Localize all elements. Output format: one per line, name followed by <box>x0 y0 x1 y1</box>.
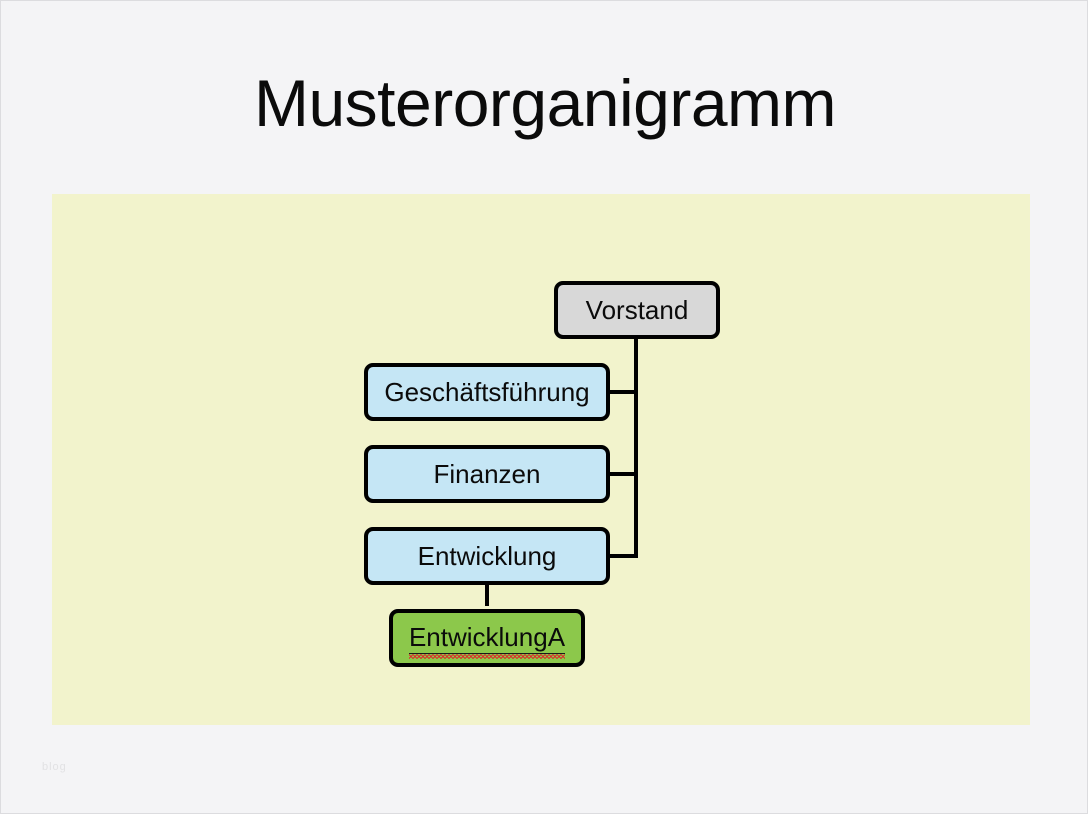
connector-stub-geschaeftsfuehrung <box>608 390 638 394</box>
node-geschaeftsfuehrung-label: Geschäftsführung <box>384 377 590 407</box>
connector-trunk-vertical <box>634 339 638 558</box>
spellcheck-squiggle-icon <box>408 654 566 659</box>
node-entwicklung-label: Entwicklung <box>417 541 557 571</box>
connector-stub-entwicklung <box>608 554 638 558</box>
node-entwicklung-a[interactable]: EntwicklungA <box>389 609 585 667</box>
connector-entwicklung-to-entwicklung-a <box>485 581 489 606</box>
watermark: blog <box>42 761 67 773</box>
page-title: Musterorganigramm <box>253 66 837 140</box>
node-finanzen-label: Finanzen <box>433 459 541 489</box>
node-entwicklung-a-label[interactable]: EntwicklungA <box>408 622 566 659</box>
connector-stub-finanzen <box>608 472 638 476</box>
diagram-canvas[interactable]: Vorstand Geschäftsführung Finanzen Entwi… <box>52 194 1030 725</box>
node-geschaeftsfuehrung[interactable]: Geschäftsführung <box>364 363 610 421</box>
node-vorstand-label: Vorstand <box>585 295 689 325</box>
node-entwicklung-a-text: EntwicklungA <box>408 622 566 652</box>
node-finanzen[interactable]: Finanzen <box>364 445 610 503</box>
node-vorstand[interactable]: Vorstand <box>554 281 720 339</box>
node-entwicklung[interactable]: Entwicklung <box>364 527 610 585</box>
